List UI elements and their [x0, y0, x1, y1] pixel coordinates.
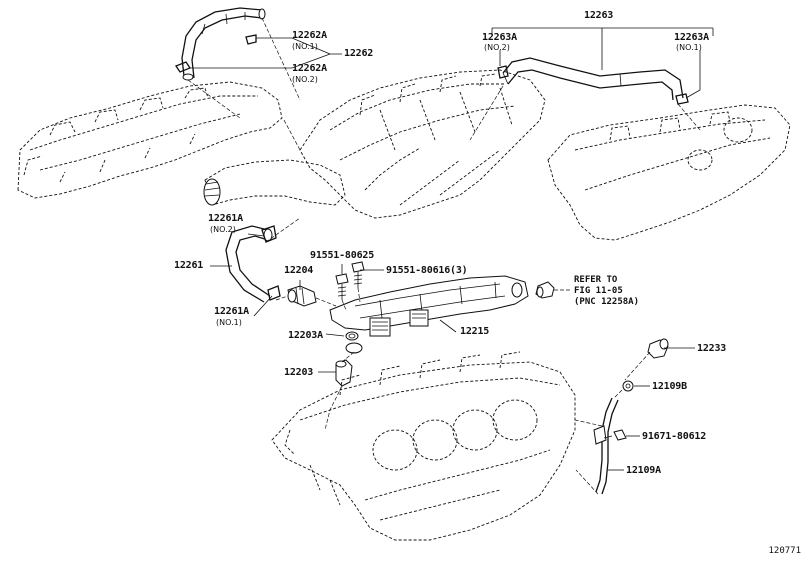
callout-12263A-no2[interactable]: 12263A: [482, 32, 517, 43]
callout-12109A[interactable]: 12109A: [626, 465, 661, 476]
illustration-id: 120771: [768, 546, 801, 556]
ventilation-case-12215[interactable]: [329, 275, 529, 337]
bolt-91551-80616[interactable]: [351, 261, 365, 288]
refer-line-3: (PNC 12258A): [574, 297, 640, 307]
callout-12261A-no2-sub: (NO.2): [210, 225, 236, 234]
callout-91671-80612[interactable]: 91671-80612: [642, 431, 707, 442]
callout-12261A-no1[interactable]: 12261A: [214, 306, 249, 317]
callout-12204[interactable]: 12204: [284, 265, 314, 276]
callout-12262A-no1[interactable]: 12262A: [292, 30, 327, 41]
o-ring-12109B[interactable]: [622, 380, 634, 392]
assembly-guide-lines: [187, 17, 701, 495]
callout-12203A[interactable]: 12203A: [288, 330, 323, 341]
callout-12262A-no1-sub: (NO.1): [292, 42, 318, 51]
callout-12262[interactable]: 12262: [344, 48, 374, 59]
plug-ref-12258A[interactable]: [535, 281, 555, 299]
callout-12263A-no1[interactable]: 12263A: [674, 32, 709, 43]
clip-12261A-no1[interactable]: [267, 285, 281, 301]
hose-12262[interactable]: [181, 7, 266, 81]
right-cylinder-head-cover: [547, 104, 791, 241]
union-12204[interactable]: [287, 285, 317, 307]
clip-12261A-no2[interactable]: [261, 225, 277, 243]
callout-12261A-no2[interactable]: 12261A: [208, 213, 243, 224]
leader-lines: [190, 27, 714, 471]
hose-12263[interactable]: [502, 57, 684, 101]
gasket-12203A[interactable]: [345, 331, 363, 354]
callout-12109B[interactable]: 12109B: [652, 381, 687, 392]
clip-12263A-no2[interactable]: [497, 65, 509, 79]
refer-line-1: REFER TO: [574, 275, 618, 285]
cylinder-block: [271, 351, 576, 541]
callout-12262A-no2[interactable]: 12262A: [292, 63, 327, 74]
callout-91551-80616[interactable]: 91551-80616(3): [386, 265, 468, 276]
refer-line-2[interactable]: FIG 11-05: [574, 286, 623, 296]
callout-12203[interactable]: 12203: [284, 367, 314, 378]
callout-12263[interactable]: 12263: [584, 10, 614, 21]
callout-12263A-no2-sub: (NO.2): [484, 43, 510, 52]
intake-air-duct: [203, 159, 346, 206]
callout-12261A-no1-sub: (NO.1): [216, 318, 242, 327]
callout-12261[interactable]: 12261: [174, 260, 204, 271]
callout-12263A-no1-sub: (NO.1): [676, 43, 702, 52]
union-12233[interactable]: [647, 338, 669, 359]
bolt-91551-80625[interactable]: [335, 273, 349, 300]
clip-12262A-no1[interactable]: [245, 34, 257, 45]
clip-12263A-no1[interactable]: [675, 93, 689, 105]
callout-12233[interactable]: 12233: [697, 343, 727, 354]
intake-manifold: [299, 69, 546, 219]
callout-91551-80625[interactable]: 91551-80625: [310, 250, 375, 261]
callout-12215[interactable]: 12215: [460, 326, 490, 337]
bolt-91671-80612[interactable]: [603, 429, 627, 441]
hose-12261[interactable]: [225, 225, 273, 303]
guide-12109A[interactable]: [593, 397, 619, 495]
tube-12203[interactable]: [335, 359, 353, 387]
callout-12262A-no2-sub: (NO.2): [292, 75, 318, 84]
left-cylinder-head-cover: [17, 81, 283, 199]
